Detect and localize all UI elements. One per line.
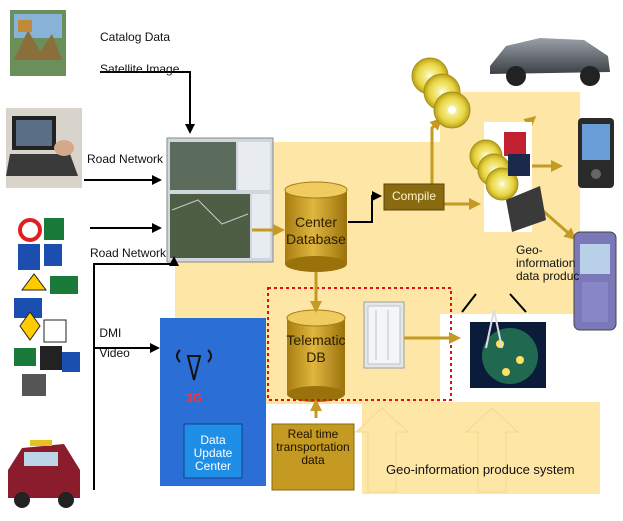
workstation-screenshots xyxy=(166,137,274,263)
satellite-image-label: Satellite Image xyxy=(100,62,180,76)
center-database-line-2: Database xyxy=(286,231,346,247)
realtime-line-3: data xyxy=(301,453,325,467)
compile-label: Compile xyxy=(391,189,436,203)
center-database-label: Center Database xyxy=(280,214,352,248)
pda-device xyxy=(578,118,614,188)
update-center-region xyxy=(160,318,266,486)
antenna-beam xyxy=(461,293,527,313)
realtime-transport-box xyxy=(271,423,355,491)
center-database-cylinder xyxy=(284,181,348,272)
geo-info-system-label: Geo-information produce system xyxy=(386,462,575,477)
geo-info-product-label: Geo- information data produc xyxy=(516,244,582,283)
car-image xyxy=(484,10,614,88)
satellite-image-thumbnail xyxy=(10,10,66,76)
center-database-line-1: Center xyxy=(294,214,338,230)
catalog-data-label: Catalog Data xyxy=(100,30,171,44)
server-cabinet xyxy=(363,301,405,369)
data-update-center-label: Data Update Center xyxy=(184,434,242,473)
telematic-boundary xyxy=(267,287,452,401)
network-globe-image xyxy=(470,309,546,388)
3g-tower-icon xyxy=(176,349,212,381)
dmi-text: DMI xyxy=(99,326,122,340)
road-network-label-2: Road Network xyxy=(90,246,167,260)
telematic-db-line-1: Telematic xyxy=(286,332,346,348)
realtime-line-2: transportation xyxy=(276,440,350,454)
geo-product-line-1: Geo- xyxy=(516,243,543,257)
upward-block-arrows xyxy=(354,407,520,493)
input-arrows xyxy=(84,71,195,490)
realtime-transport-label: Real time transportation data xyxy=(270,428,356,467)
mobile-phone xyxy=(573,231,617,331)
dmi-label: · DMI xyxy=(92,326,122,340)
telematic-db-line-2: DB xyxy=(306,349,326,365)
geo-product-line-2: information xyxy=(516,256,576,270)
realtime-line-1: Real time xyxy=(287,427,339,441)
video-label: · Video xyxy=(92,346,130,360)
signal-3g-label: 3G xyxy=(185,391,202,405)
telematic-db-cylinder xyxy=(286,309,346,402)
center-to-compile-arrow xyxy=(348,191,382,223)
video-text: Video xyxy=(99,346,130,360)
geo-product-line-3: data produc xyxy=(516,269,580,283)
cd-discs-top xyxy=(411,57,471,129)
road-signs-collage xyxy=(8,212,86,400)
laptop-user-photo xyxy=(6,108,82,188)
compile-box xyxy=(383,183,445,211)
road-network-label-1: Road Network xyxy=(87,152,164,166)
data-update-line-1: Data Update xyxy=(193,433,233,460)
telematic-db-label: Telematic DB xyxy=(280,332,352,366)
data-update-line-2: Center xyxy=(194,459,232,473)
cd-discs-bottom xyxy=(469,122,546,232)
survey-vehicle-photo xyxy=(8,440,80,508)
